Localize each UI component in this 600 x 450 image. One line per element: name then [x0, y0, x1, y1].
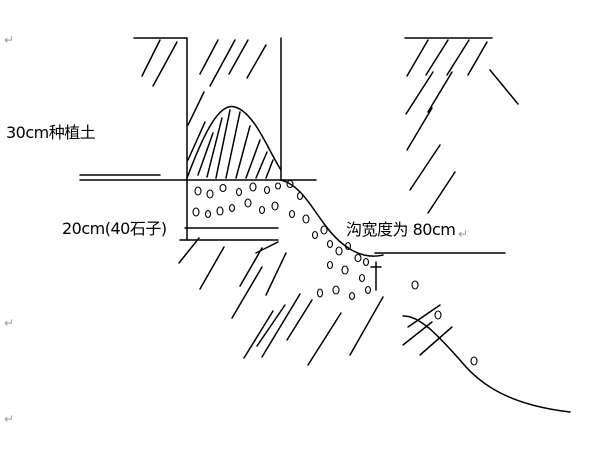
paragraph-mark: ↵	[4, 33, 15, 47]
diagram-linework	[79, 37, 571, 413]
gravel-label: 20cm(40石子)	[62, 219, 167, 238]
topsoil-mound	[186, 105, 282, 179]
mound-hatching	[197, 109, 274, 179]
paragraph-mark: ↵	[458, 227, 469, 241]
gravel-pebbles	[192, 179, 478, 366]
lower-ground-hatching	[178, 237, 384, 366]
ditch-width-label: 沟宽度为 80cm	[346, 220, 456, 239]
left-ground-hatching	[141, 39, 267, 161]
ditch-slope	[280, 179, 384, 257]
right-ground-hatching	[405, 39, 519, 214]
lower-slope	[402, 315, 571, 413]
topsoil-label: 30cm种植土	[6, 123, 96, 142]
paragraph-mark: ↵	[4, 412, 15, 426]
paragraph-mark: ↵	[4, 316, 15, 330]
lower-right-hatching	[402, 304, 453, 356]
